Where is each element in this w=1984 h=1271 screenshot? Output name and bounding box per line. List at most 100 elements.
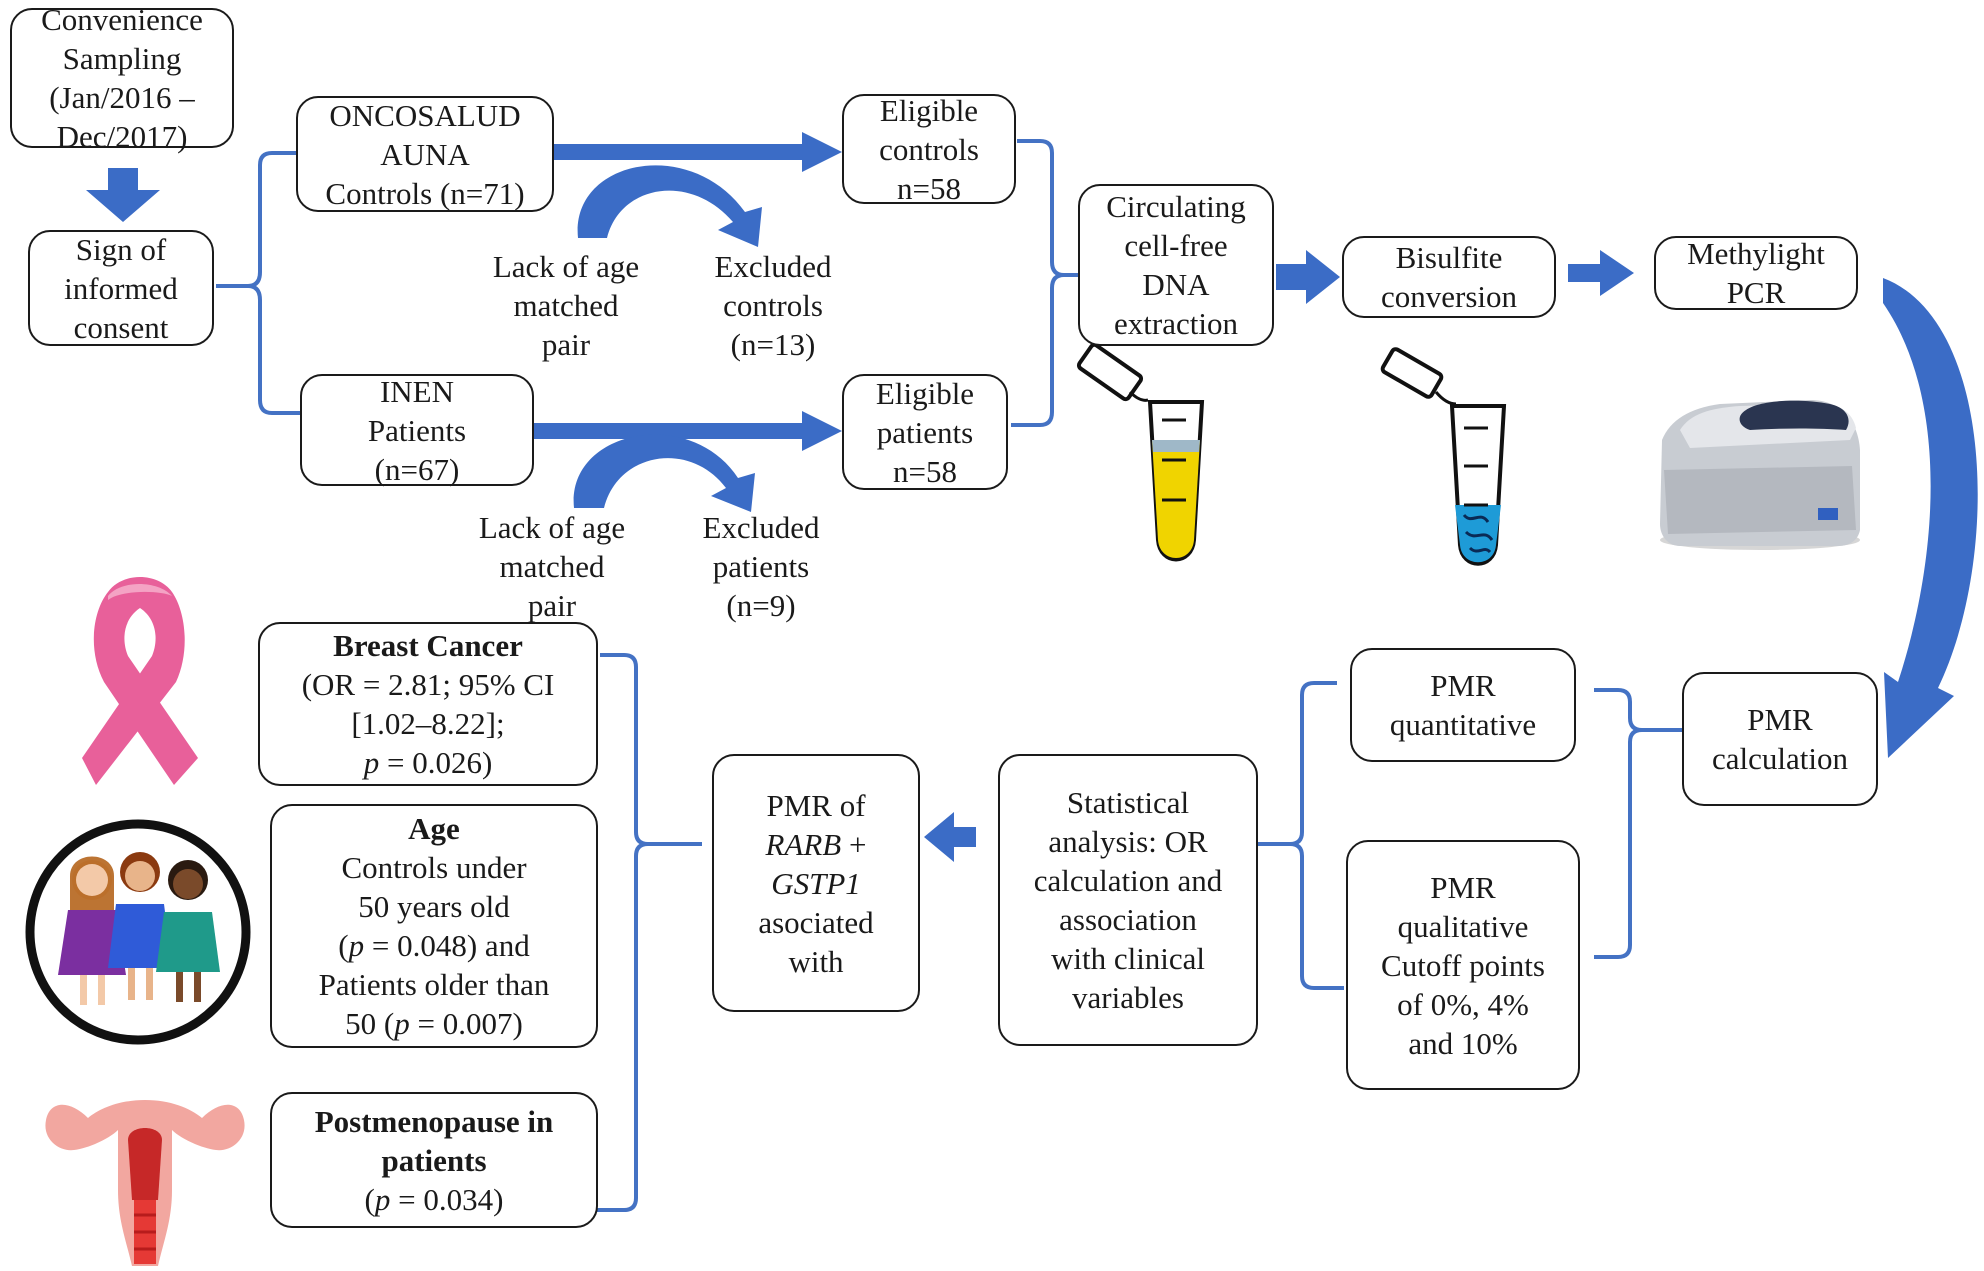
bisulfite-line-1: Bisulfite <box>1395 240 1503 275</box>
breast-cancer-title: Breast Cancer <box>333 628 523 663</box>
arrow-to-pmr-calculation <box>1883 278 1978 758</box>
gene-rarb: RARB <box>765 826 842 862</box>
arrow-to-eligible-patients <box>534 411 842 451</box>
excluded-patients-line-3: (n=9) <box>726 588 796 623</box>
pmr-calculation-line-1: PMR <box>1747 702 1813 737</box>
pmr-association-box: PMR of RARB + GSTP1 asociated with <box>712 754 920 1012</box>
pcr-machine-icon <box>1660 400 1860 550</box>
pmr-qualitative-line-5: and 10% <box>1408 1025 1518 1061</box>
methylight-box: Methylight PCR <box>1654 236 1858 310</box>
arrow-to-methylight <box>1568 250 1634 296</box>
excluded-patients-label: Excluded patients (n=9) <box>686 508 836 625</box>
age-title: Age <box>408 811 460 846</box>
uterus-icon <box>45 1100 245 1266</box>
age-line-4: Patients older than <box>318 967 550 1002</box>
age-p-value-2: = 0.007) <box>409 1006 523 1041</box>
pmr-qualitative-line-1: PMR <box>1430 869 1496 905</box>
pmr-calculation-box: PMR calculation <box>1682 672 1878 806</box>
statistics-line-2: analysis: OR <box>1048 824 1208 859</box>
pmr-association-line-1: PMR of <box>766 787 866 823</box>
eligible-controls-line-2: controls <box>879 131 979 167</box>
lack-controls-line-2: matched <box>513 288 619 323</box>
age-box: Age Controls under 50 years old (p = 0.0… <box>270 804 598 1048</box>
exclusion-arrow-controls <box>577 165 762 247</box>
pmr-calc-bracket <box>1594 688 1682 959</box>
pmr-association-line-4: asociated <box>758 904 874 940</box>
excluded-controls-line-3: (n=13) <box>730 327 816 362</box>
pmr-quantitative-box: PMR quantitative <box>1350 648 1576 762</box>
sampling-line-3: (Jan/2016 – <box>49 80 195 115</box>
lack-patients-line-1: Lack of age <box>478 510 626 545</box>
postmenopause-box: Postmenopause in patients (p = 0.034) <box>270 1092 598 1228</box>
excluded-controls-label: Excluded controls (n=13) <box>698 247 848 364</box>
controls-line-1: ONCOSALUD <box>329 97 521 133</box>
statistics-line-3: calculation and <box>1033 863 1223 898</box>
sampling-line-4: Dec/2017) <box>56 119 188 154</box>
age-p-symbol-1: p <box>348 928 365 963</box>
excluded-patients-line-2: patients <box>712 549 810 584</box>
breast-p-symbol: p <box>363 745 380 780</box>
pmr-qualitative-line-3: Cutoff points <box>1381 947 1545 983</box>
lack-patients-label: Lack of age matched pair <box>462 508 642 625</box>
statistics-box: Statistical analysis: OR calculation and… <box>998 754 1258 1046</box>
controls-line-2: AUNA <box>380 136 470 172</box>
age-line-5: 50 (p = 0.007) <box>345 1004 523 1043</box>
women-group-icon <box>25 819 251 1045</box>
bisulfite-line-2: conversion <box>1380 279 1518 314</box>
exclusion-arrow-patients <box>573 434 755 512</box>
eligible-patients-line-2: patients <box>876 414 974 450</box>
postmenopause-title-1: Postmenopause in <box>314 1103 554 1139</box>
pmr-qualitative-box: PMR qualitative Cutoff points of 0%, 4% … <box>1346 840 1580 1090</box>
excluded-controls-line-1: Excluded <box>714 249 832 284</box>
gene-plus: + <box>841 826 867 862</box>
eligible-patients-box: Eligible patients n=58 <box>842 374 1008 490</box>
eligible-patients-line-1: Eligible <box>875 375 975 411</box>
excluded-controls-line-2: controls <box>723 288 823 323</box>
cfdna-box: Circulating cell-free DNA extraction <box>1078 184 1274 346</box>
consent-line-1: Sign of <box>75 231 167 267</box>
methylight-line-2: PCR <box>1726 275 1786 310</box>
postmenopause-line-3: (p = 0.034) <box>365 1180 504 1219</box>
stats-bracket <box>1250 681 1344 990</box>
statistics-line-6: variables <box>1072 980 1184 1015</box>
arrow-to-eligible-controls <box>553 132 842 172</box>
consent-line-3: consent <box>73 309 169 345</box>
ribbon-icon <box>82 577 198 785</box>
cfdna-line-4: extraction <box>1114 306 1238 341</box>
patients-line-2: Patients <box>367 412 467 448</box>
age-p-symbol-2: p <box>394 1006 410 1041</box>
methylight-line-1: Methylight <box>1687 236 1825 271</box>
age-line-1: Controls under <box>341 850 527 885</box>
pmr-quantitative-line-2: quantitative <box>1389 707 1537 742</box>
down-arrow-icon <box>86 168 160 222</box>
breast-cancer-line-3: p = 0.026) <box>364 743 493 782</box>
age-line-3: (p = 0.048) and <box>338 926 529 965</box>
patients-line-1: INEN <box>379 373 455 409</box>
statistics-line-5: with clinical <box>1050 941 1206 976</box>
age-p-value-1: = 0.048) and <box>364 928 530 963</box>
consent-bracket <box>216 151 302 415</box>
controls-box: ONCOSALUD AUNA Controls (n=71) <box>296 96 554 212</box>
eligible-bracket <box>1011 139 1078 427</box>
controls-line-3: Controls (n=71) <box>325 175 525 211</box>
statistics-line-1: Statistical <box>1066 785 1190 820</box>
postmenopause-p-value: = 0.034) <box>390 1181 504 1217</box>
pmr-association-line-5: with <box>788 943 844 979</box>
patients-line-3: (n=67) <box>374 451 460 487</box>
pmr-quantitative-line-1: PMR <box>1430 668 1496 703</box>
eligible-patients-line-3: n=58 <box>893 453 957 489</box>
sampling-line-1: Convenience <box>41 2 203 37</box>
lack-patients-line-2: matched <box>499 549 605 584</box>
sampling-box: Convenience Sampling (Jan/2016 – Dec/201… <box>10 2 234 154</box>
eligible-controls-line-1: Eligible <box>879 92 979 128</box>
plasma-tube-icon <box>1076 342 1205 562</box>
pmr-qualitative-line-4: of 0%, 4% <box>1397 986 1529 1022</box>
bisulfite-box: Bisulfite conversion <box>1342 236 1556 318</box>
cfdna-line-2: cell-free <box>1124 228 1228 263</box>
gene-gstp1: GSTP1 <box>771 865 861 901</box>
breast-p-value: = 0.026) <box>379 745 493 780</box>
breast-cancer-line-1: (OR = 2.81; 95% CI <box>301 667 555 702</box>
pmr-calculation-line-2: calculation <box>1712 741 1848 776</box>
